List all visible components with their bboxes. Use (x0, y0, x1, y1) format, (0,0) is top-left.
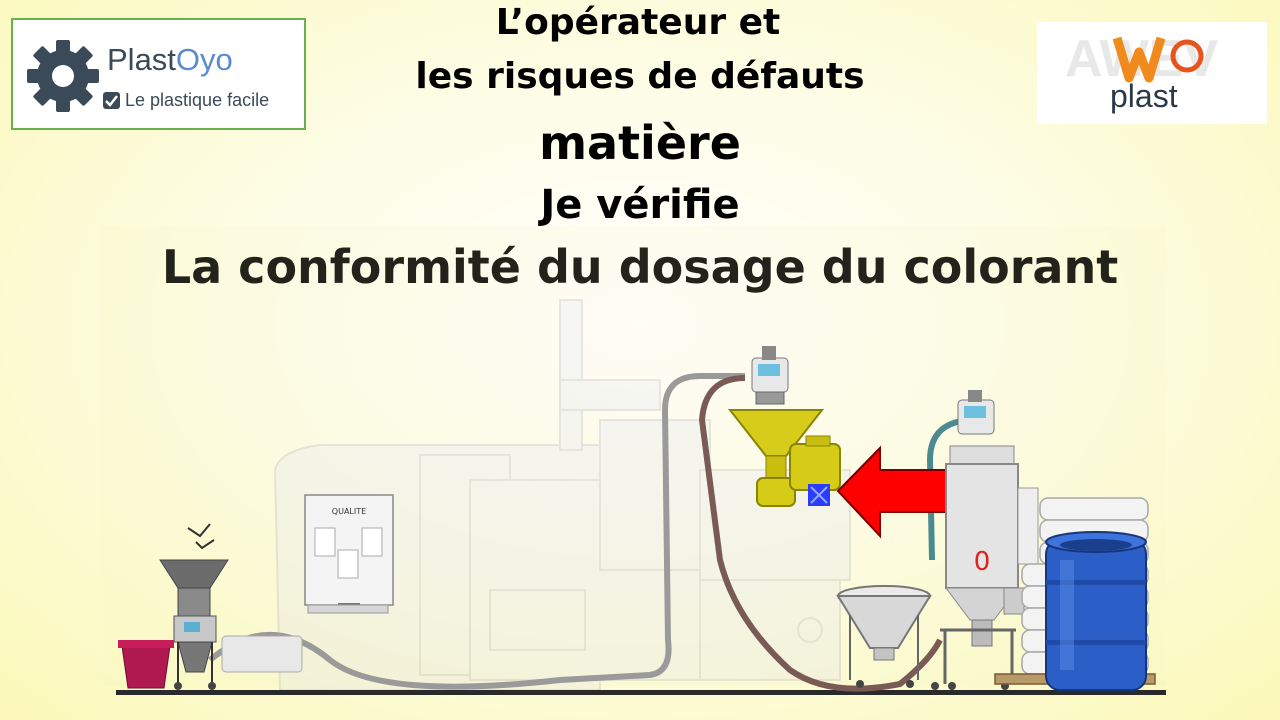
vacuum-pipe-brown (698, 375, 943, 692)
title-line-4: Je vérifie (540, 182, 740, 228)
quality-cabinet-label: QUALITE (332, 507, 366, 516)
awev-plast-logo: AWEV plast (1037, 22, 1267, 124)
steel-funnel (836, 585, 932, 688)
hopper-loader (751, 346, 789, 405)
title-line-2: les risques de défauts (415, 56, 865, 97)
logo-name-part2: Oyo (175, 42, 233, 77)
logo-sub: plast (1110, 78, 1178, 114)
title-line-1: L’opérateur et (495, 2, 781, 43)
blower-unit (221, 635, 303, 673)
granulator (159, 523, 229, 690)
dryer-label: 0 (974, 547, 991, 577)
logo-name: PlastOyo (107, 42, 233, 78)
waste-bin (118, 640, 174, 689)
title-line-5: La conformité du dosage du colorant (161, 240, 1119, 294)
plastoyo-logo: PlastOyo Le plastique facile (11, 18, 306, 130)
awev-logo-mark: AWEV (1065, 30, 1218, 86)
check-icon (103, 92, 120, 109)
title-line-3: matière (539, 116, 741, 170)
blue-drum (1045, 531, 1147, 691)
logo-tagline: Le plastique facile (125, 90, 270, 110)
colorant-doser-highlight (808, 484, 830, 506)
yellow-hopper (727, 409, 841, 507)
quality-cabinet: QUALITE (304, 494, 394, 614)
logo-name-part1: Plast (107, 42, 176, 77)
gear-icon (27, 40, 99, 112)
floor-line (116, 690, 1166, 695)
material-dryer: 0 (931, 390, 1039, 690)
